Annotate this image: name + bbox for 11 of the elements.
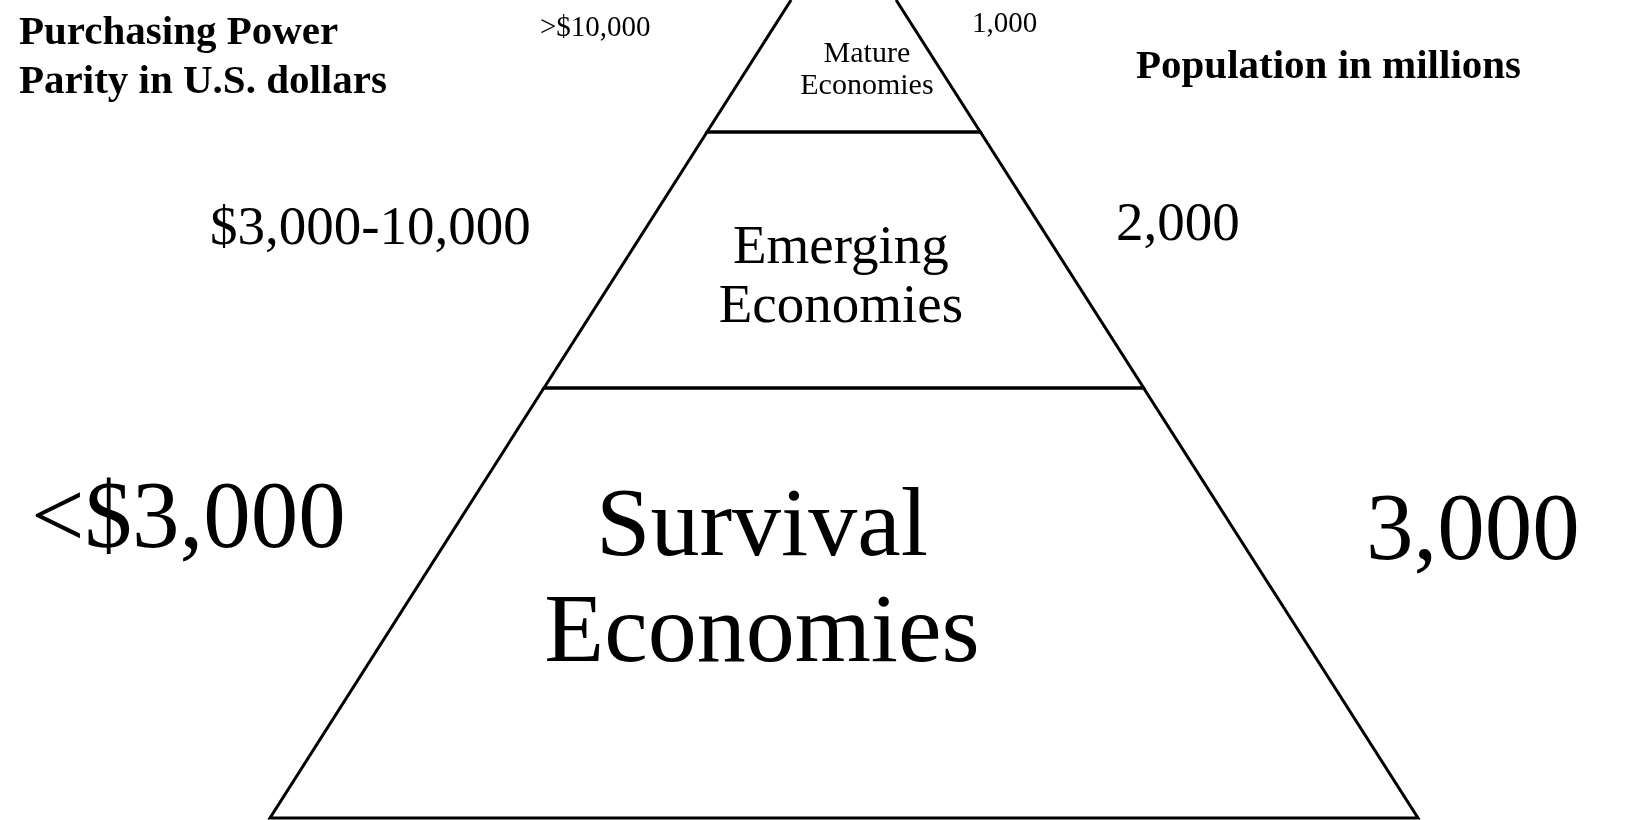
axis-heading: Population in millions bbox=[1136, 40, 1523, 89]
price-label: $3,000-10,000 bbox=[210, 198, 531, 253]
price-label: >$10,000 bbox=[540, 12, 651, 41]
tier-label: Mature Economies bbox=[799, 36, 935, 101]
population-label: 2,000 bbox=[1116, 194, 1240, 249]
population-label: 3,000 bbox=[1366, 480, 1580, 575]
tier-label: Emerging Economies bbox=[717, 215, 965, 334]
axis-heading: Purchasing Power Parity in U.S. dollars bbox=[19, 6, 388, 105]
price-label: <$3,000 bbox=[31, 468, 346, 563]
tier-label: Survival Economies bbox=[543, 470, 981, 682]
population-label: 1,000 bbox=[972, 8, 1038, 37]
